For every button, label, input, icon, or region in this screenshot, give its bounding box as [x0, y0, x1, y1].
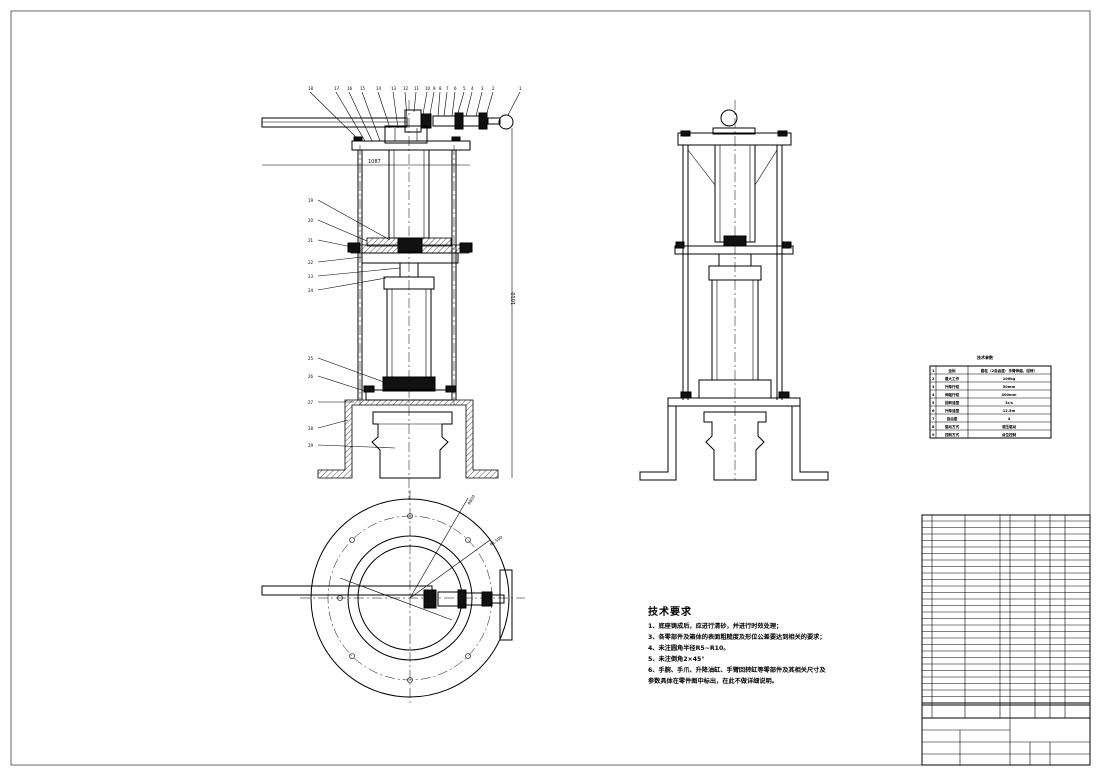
spec-row-number: 1	[932, 369, 935, 373]
svg-text:22: 22	[308, 260, 314, 265]
spec-table: 技术参数 1 坐标 圆柱（2自由度：手臂伸缩，回转） 2 最大工作 100kg 3 升降行程 5…	[929, 354, 1052, 439]
requirement-line: 1、底座铸成后，应进行清砂，并进行时效处理；	[648, 623, 783, 630]
spec-row-number: 8	[932, 425, 935, 429]
svg-text:11: 11	[414, 86, 420, 91]
spec-row-name: 升降行程	[945, 384, 960, 389]
spec-row-name: 自由度	[947, 416, 958, 421]
requirement-line: 参数具体在零件图中标出，在此不做详细说明。	[648, 678, 778, 685]
requirement-line: 4、未注圆角半径R5~R10。	[648, 645, 730, 652]
svg-text:21: 21	[308, 238, 314, 243]
arm-length-dimension: 1087	[368, 159, 381, 165]
svg-text:9: 9	[433, 86, 436, 91]
svg-text:2: 2	[492, 86, 495, 91]
spec-row-value: 12.5m	[1003, 409, 1016, 413]
sheet-border	[10, 10, 1091, 766]
svg-text:17: 17	[334, 86, 340, 91]
plan-view: R800 R1,500	[261, 490, 525, 705]
requirement-line: 5、未注倒角2×45°	[648, 656, 705, 663]
spec-row-name: 驱动方式	[944, 424, 960, 429]
spec-row-value: 50mm	[1003, 385, 1016, 389]
spec-row-name: 最大工作	[945, 376, 960, 381]
top-leaders	[309, 91, 521, 142]
spec-row-value: 3r/s	[1005, 401, 1013, 405]
svg-text:20: 20	[308, 218, 314, 223]
spec-row-value: 液压驱动	[1002, 424, 1017, 429]
svg-text:26: 26	[308, 374, 314, 379]
svg-text:3: 3	[481, 86, 484, 91]
requirement-line: 6、手腕、手爪、升降油缸、手臂回转缸等零部件及其相关尺寸及	[648, 667, 826, 674]
spec-row-value: 圆柱（2自由度：手臂伸缩，回转）	[981, 368, 1037, 373]
spec-row-value: 100kg	[1003, 377, 1016, 381]
radius-a-dimension: R800	[467, 494, 477, 506]
technical-requirements: 技术要求 1、底座铸成后，应进行清砂，并进行时效处理； 3、各零部件及箱体的表面…	[648, 603, 918, 687]
left-leaders	[317, 199, 401, 449]
left-callouts: 19 20 21 22 23 24 25 26 27 28 29	[308, 198, 314, 448]
front-section-view: 1010 1087	[261, 91, 521, 500]
height-dimension: 1010	[511, 292, 517, 305]
requirement-line: 3、各零部件及箱体的表面粗糙度及形位公差要达到相关的要求；	[648, 634, 826, 641]
svg-text:15: 15	[360, 86, 366, 91]
svg-text:5: 5	[463, 86, 466, 91]
spec-row-number: 2	[932, 377, 935, 381]
title-block	[921, 717, 1091, 766]
side-view	[639, 100, 829, 481]
svg-text:7: 7	[446, 86, 449, 91]
spec-row-number: 7	[932, 417, 935, 421]
spec-row-value: 400mm	[1002, 393, 1017, 397]
radius-b-dimension: R1,500	[489, 534, 504, 547]
svg-text:1: 1	[519, 86, 522, 91]
svg-text:23: 23	[308, 274, 314, 279]
spec-row-number: 9	[932, 433, 935, 437]
svg-text:6: 6	[454, 86, 457, 91]
spec-row-value: 4	[1008, 417, 1011, 421]
spec-row-number: 6	[932, 409, 935, 413]
svg-text:8: 8	[439, 86, 442, 91]
spec-row-number: 5	[932, 401, 935, 405]
spec-row-name: 坐标	[948, 368, 956, 373]
svg-text:16: 16	[347, 86, 353, 91]
spec-row-name: 伸缩行程	[944, 392, 960, 397]
svg-text:25: 25	[308, 356, 314, 361]
spec-row-number: 3	[932, 385, 935, 389]
svg-text:10: 10	[425, 86, 431, 91]
svg-text:14: 14	[376, 86, 382, 91]
parts-list	[921, 514, 1091, 719]
svg-text:18: 18	[308, 86, 314, 91]
top-callouts: 18 17 16 15 14 13 12 11 10 9 8 7 6 5 4 3…	[308, 86, 522, 91]
svg-text:13: 13	[391, 86, 397, 91]
spec-row-name: 控制方式	[945, 432, 960, 437]
spec-row-name: 升降速度	[945, 408, 960, 413]
svg-text:28: 28	[308, 426, 314, 431]
spec-row-number: 4	[932, 393, 935, 397]
svg-text:29: 29	[308, 443, 314, 448]
technical-requirements-title: 技术要求	[648, 607, 692, 618]
svg-text:19: 19	[308, 198, 314, 203]
svg-text:27: 27	[308, 400, 314, 405]
svg-text:24: 24	[308, 288, 314, 293]
svg-text:4: 4	[471, 86, 474, 91]
svg-text:12: 12	[403, 86, 409, 91]
spec-row-name: 回转速度	[945, 400, 960, 405]
spec-row-value: 点位控制	[1002, 432, 1017, 437]
spec-table-caption: 技术参数	[977, 354, 993, 360]
